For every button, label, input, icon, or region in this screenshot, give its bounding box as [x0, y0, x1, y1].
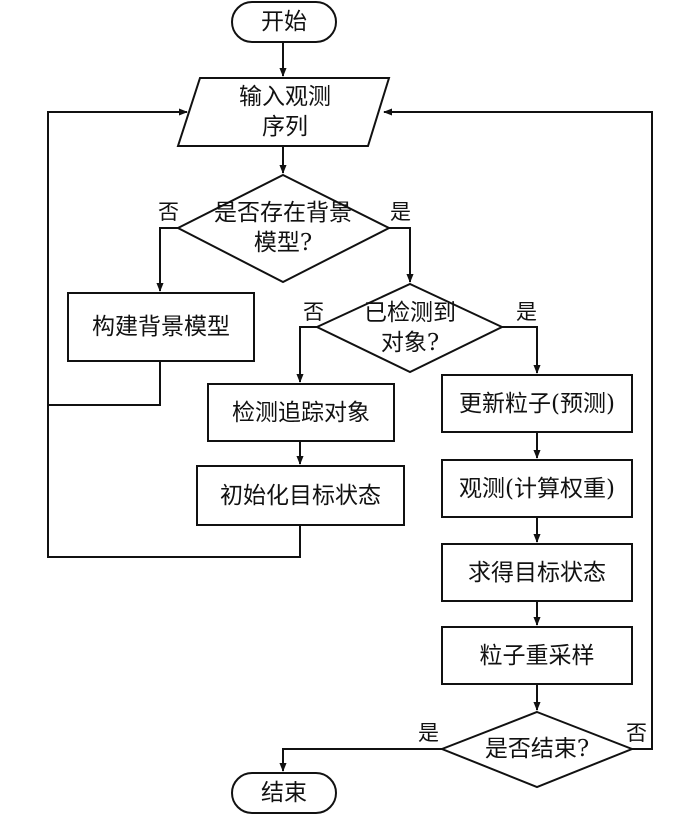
detected-label: 已检测到 对象?	[364, 300, 456, 356]
edge-hasbg-yes	[389, 227, 414, 283]
resample-box	[441, 626, 633, 685]
init-state-box	[196, 465, 405, 526]
detected-yes-label: 是	[516, 300, 537, 324]
observe-label: 观测(计算权重)	[459, 475, 615, 502]
observe-box	[441, 459, 633, 518]
build-bg-label: 构建背景模型	[92, 314, 230, 340]
end-terminal	[231, 772, 337, 814]
get-state-label: 求得目标状态	[468, 559, 606, 586]
init-state-label: 初始化目标状态	[220, 482, 381, 509]
has-bg-no-label: 否	[158, 200, 179, 224]
edge-isend-yes	[279, 748, 442, 772]
get-state-box	[441, 543, 633, 602]
update-particles-label: 更新粒子(预测)	[459, 390, 615, 417]
is-end-label: 是否结束?	[484, 736, 590, 762]
input-label: 输入观测 序列	[239, 84, 331, 140]
resample-label: 粒子重采样	[479, 642, 595, 669]
end-no-label: 否	[626, 721, 647, 745]
edge-hasbg-no	[156, 227, 178, 292]
edge-isend-no	[383, 108, 653, 750]
input-parallelogram	[176, 77, 391, 147]
detected-decision	[314, 282, 505, 374]
detect-track-label: 检测追踪对象	[232, 399, 370, 426]
has-bg-label: 是否存在背景 模型?	[214, 200, 352, 256]
start-label: 开始	[261, 9, 307, 35]
detected-no-label: 否	[303, 300, 324, 324]
edge-detected-no	[296, 326, 317, 383]
end-label: 结束	[261, 780, 307, 806]
is-end-decision	[439, 710, 635, 789]
has-bg-yes-label: 是	[390, 200, 411, 224]
has-bg-decision	[175, 173, 392, 284]
build-bg-box	[67, 292, 255, 362]
end-yes-label: 是	[418, 721, 439, 745]
edge-detected-yes	[502, 326, 541, 374]
edge-init-loop	[47, 405, 301, 558]
update-particles-box	[441, 374, 633, 433]
